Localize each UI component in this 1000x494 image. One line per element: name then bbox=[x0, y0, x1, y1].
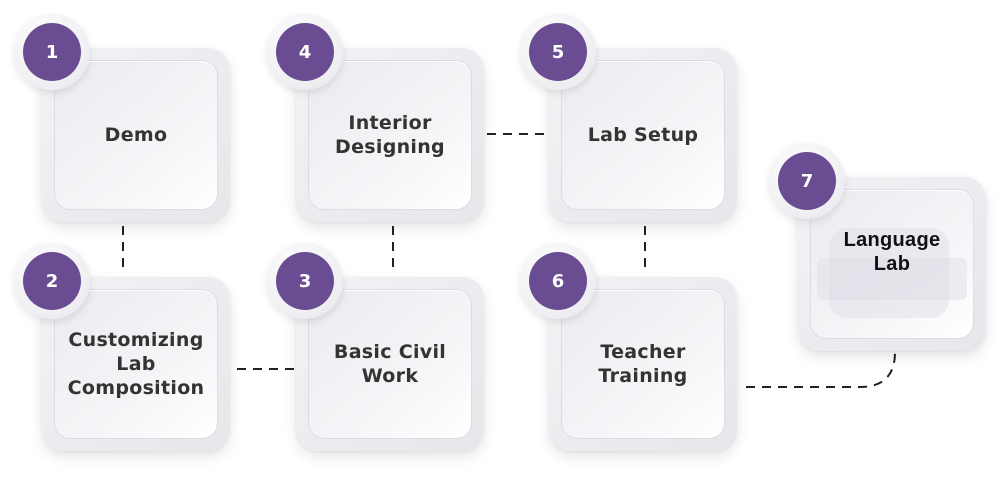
step-label: Teacher Training bbox=[598, 341, 688, 387]
step-label: Interior Designing bbox=[335, 112, 445, 158]
step-badge-2: 2 bbox=[14, 243, 90, 319]
step-badge-1: 1 bbox=[14, 14, 90, 90]
step-number: 6 bbox=[551, 270, 565, 292]
step-number: 5 bbox=[551, 41, 565, 63]
step-number: 2 bbox=[45, 270, 59, 292]
step-label: Customizing Lab Composition bbox=[67, 329, 205, 399]
step-badge-6: 6 bbox=[520, 243, 596, 319]
step-label: Basic Civil Work bbox=[333, 341, 447, 387]
step-badge-7: 7 bbox=[769, 143, 845, 219]
step-badge-3: 3 bbox=[267, 243, 343, 319]
step-badge-4: 4 bbox=[267, 14, 343, 90]
step-badge-5: 5 bbox=[520, 14, 596, 90]
step-number: 7 bbox=[800, 170, 814, 192]
step-number: 4 bbox=[298, 41, 312, 63]
step-card-5: Lab Setup bbox=[549, 48, 737, 222]
decorative-shape bbox=[817, 258, 967, 300]
step-label: Lab Setup bbox=[587, 124, 699, 146]
step-label: Language Lab bbox=[843, 229, 941, 275]
step-card-3: Basic Civil Work bbox=[296, 277, 484, 451]
connector-6-7 bbox=[746, 351, 896, 388]
step-number: 1 bbox=[45, 41, 59, 63]
step-number: 3 bbox=[298, 270, 312, 292]
decorative-shape bbox=[829, 228, 949, 318]
step-label: Demo bbox=[104, 124, 168, 146]
